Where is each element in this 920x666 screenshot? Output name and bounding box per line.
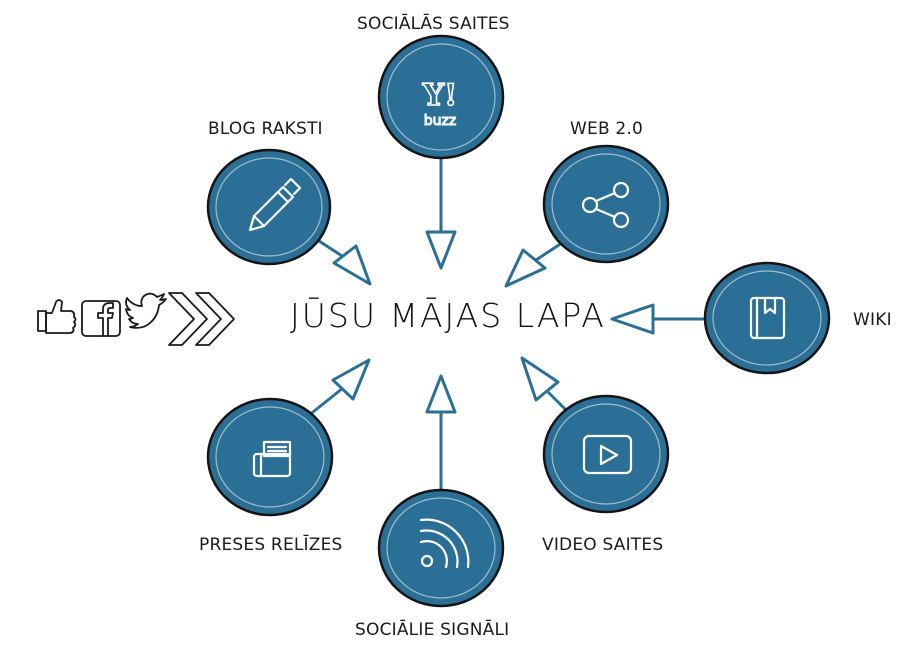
pen-icon [248,177,302,232]
label-sociale-signali: SOCIĀLIE SIGNĀLI [355,620,510,640]
center-title: JŪSU MĀJAS LAPA [290,296,606,335]
label-wiki: WIKI [853,310,892,330]
svg-text:Y!: Y! [422,78,458,113]
share-icon [581,181,630,229]
node-socialas-saites[interactable]: Y! buzz [377,34,505,160]
connector-socialas-saites [425,158,457,270]
press-release-icon [252,440,292,478]
twitter-icon [125,292,167,329]
rss-icon [419,518,470,569]
label-web-2-0: WEB 2.0 [570,119,644,139]
book-icon [749,296,786,340]
connector-web-2-0 [504,239,566,288]
svg-text:buzz: buzz [424,113,456,129]
node-video-saites[interactable] [542,394,670,514]
node-preses-relizes[interactable] [206,397,334,517]
connector-preses-relizes [302,358,371,422]
play-icon [582,434,633,475]
node-wiki[interactable] [703,261,831,375]
connector-blog-raksti [315,237,372,286]
connector-wiki [610,303,705,335]
node-sociale-signali[interactable] [377,488,505,608]
double-chevron-icon [168,292,235,346]
connector-sociale-signali [425,374,457,500]
label-preses-relizes: PRESES RELĪZES [199,535,343,555]
label-socialas-saites: SOCIĀLĀS SAITES [357,14,510,34]
label-blog-raksti: BLOG RAKSTI [208,119,323,139]
node-blog-raksti[interactable] [206,148,332,266]
yahoo-buzz-icon: Y! buzz [421,77,458,129]
thumbs-up-icon [37,299,77,334]
facebook-icon [81,300,121,337]
social-icons [37,292,235,346]
label-video-saites: VIDEO SAITES [542,535,664,555]
connector-video-saites [520,356,573,417]
node-web-2-0[interactable] [542,144,670,264]
